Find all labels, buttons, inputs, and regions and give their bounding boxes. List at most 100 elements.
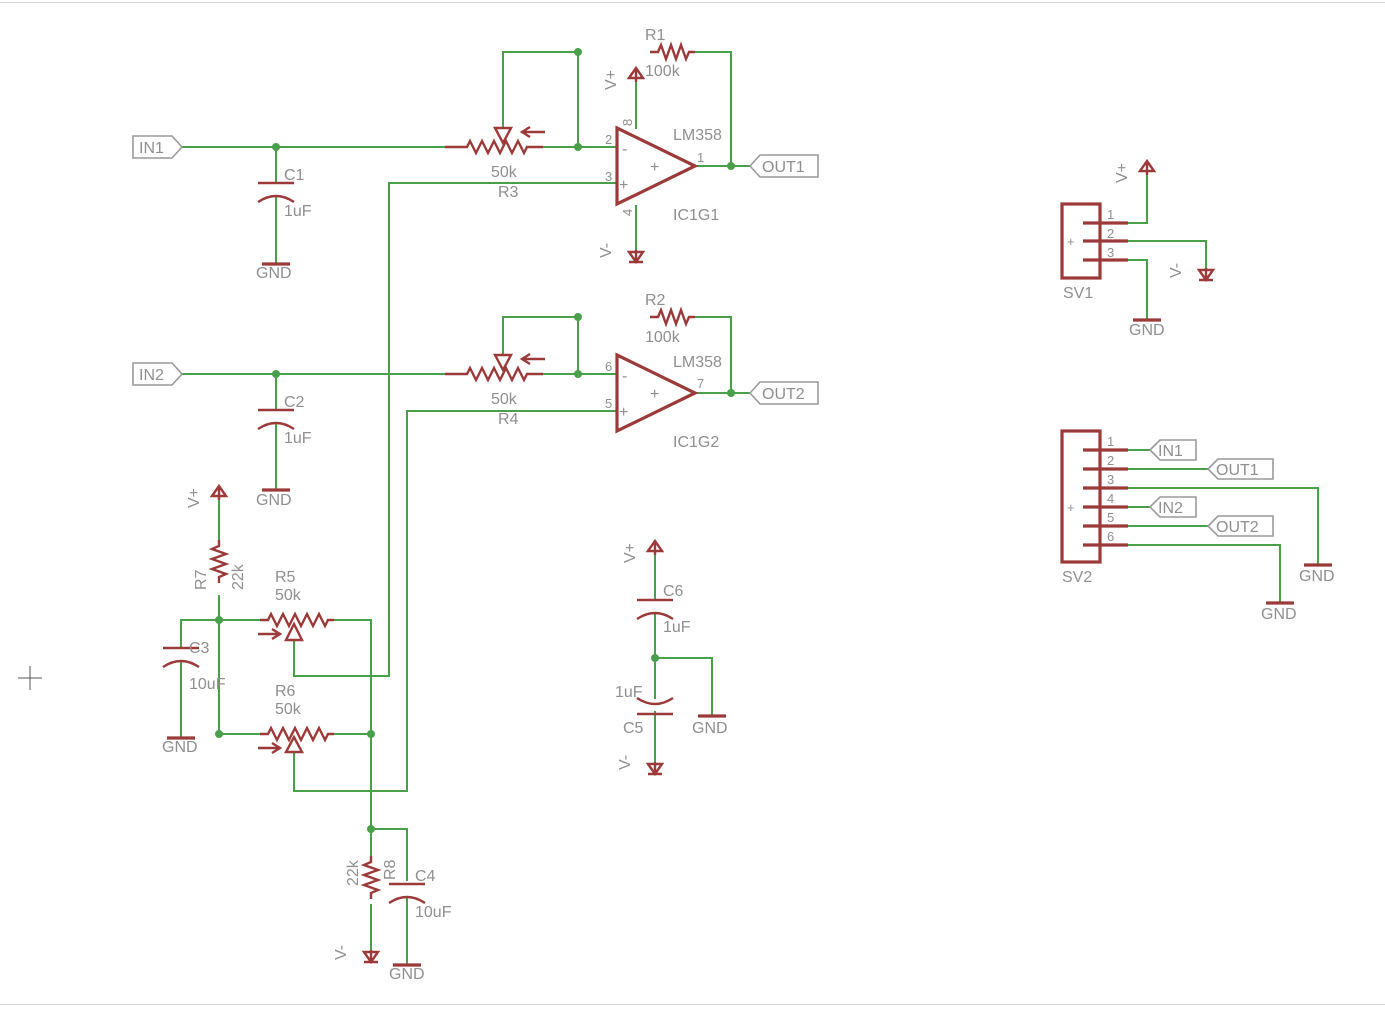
svg-text:3: 3 — [1107, 472, 1114, 487]
svg-text:GND: GND — [1129, 322, 1165, 339]
svg-text:7: 7 — [697, 376, 704, 391]
svg-text:V-: V- — [1168, 263, 1185, 278]
svg-text:V+: V+ — [186, 488, 203, 508]
port-in2[interactable]: IN2 — [132, 362, 184, 386]
svg-text:C5: C5 — [623, 720, 644, 737]
svg-text:GND: GND — [1299, 568, 1335, 585]
potentiometer-r3[interactable]: 50k R3 — [445, 125, 545, 201]
top-frame-line — [0, 2, 1385, 3]
connector-sv1[interactable]: + 1 2 3 SV1 — [1060, 202, 1128, 302]
gnd-symbol-c3: GND — [162, 736, 198, 756]
capacitor-c2[interactable]: C2 1uF — [257, 394, 312, 447]
svg-text:50k: 50k — [275, 587, 302, 604]
capacitor-c3[interactable]: C3 10uF — [162, 640, 226, 693]
resistor-r1[interactable]: R1 100k — [645, 27, 695, 80]
connector-sv2[interactable]: + 1 2 3 4 5 6 SV2 — [1060, 429, 1128, 586]
svg-text:+: + — [619, 177, 628, 194]
resistor-r2[interactable]: R2 100k — [645, 292, 695, 346]
svg-text:2: 2 — [605, 132, 612, 147]
svg-text:OUT2: OUT2 — [762, 386, 805, 403]
vplus-symbol-c6: V+ — [622, 538, 665, 563]
svg-text:IC1G1: IC1G1 — [673, 207, 719, 224]
svg-text:IN2: IN2 — [139, 367, 164, 384]
vminus-symbol-r8: V- — [333, 945, 381, 965]
svg-text:4: 4 — [620, 209, 635, 216]
opamp-ic1g2[interactable]: - + + 6 5 7 LM358 IC1G2 — [605, 352, 722, 451]
vminus-symbol-c5: V- — [617, 755, 665, 777]
svg-text:10uF: 10uF — [415, 904, 452, 921]
netlabel-sv2-out1[interactable]: OUT1 — [1206, 458, 1274, 480]
netlabel-sv2-in2[interactable]: IN2 — [1148, 496, 1197, 518]
netlabel-sv2-out2[interactable]: OUT2 — [1206, 515, 1274, 537]
capacitor-c5[interactable]: 1uF C5 — [615, 684, 674, 737]
svg-text:V-: V- — [598, 243, 615, 258]
potentiometer-r5[interactable]: R5 50k — [258, 569, 334, 642]
svg-text:50k: 50k — [491, 391, 518, 408]
svg-text:R7: R7 — [193, 569, 210, 590]
svg-text:22k: 22k — [230, 563, 247, 590]
svg-text:R8: R8 — [382, 859, 399, 880]
svg-text:1uF: 1uF — [284, 203, 312, 220]
potentiometer-r4[interactable]: 50k R4 — [445, 352, 545, 428]
svg-text:4: 4 — [1107, 491, 1114, 506]
svg-text:50k: 50k — [275, 701, 302, 718]
svg-text:R2: R2 — [645, 292, 666, 309]
svg-text:100k: 100k — [645, 329, 681, 346]
gnd-symbol-sv1: GND — [1129, 318, 1165, 339]
svg-text:IN2: IN2 — [1158, 500, 1183, 517]
resistor-r7[interactable]: R7 22k — [193, 540, 247, 590]
svg-text:R6: R6 — [275, 683, 296, 700]
svg-text:OUT2: OUT2 — [1216, 519, 1259, 536]
svg-text:GND: GND — [256, 492, 292, 509]
svg-text:1uF: 1uF — [284, 430, 312, 447]
gnd-symbol-sv2-3: GND — [1299, 563, 1335, 585]
svg-text:LM358: LM358 — [673, 354, 722, 371]
svg-text:IN1: IN1 — [1158, 443, 1183, 460]
svg-text:-: - — [622, 141, 627, 158]
svg-text:+: + — [1067, 500, 1075, 515]
svg-text:3: 3 — [1107, 245, 1114, 260]
svg-text:50k: 50k — [491, 164, 518, 181]
svg-text:V-: V- — [333, 945, 350, 960]
vminus-symbol-ic1: V- — [598, 243, 646, 265]
svg-text:5: 5 — [605, 396, 612, 411]
svg-text:R5: R5 — [275, 569, 296, 586]
capacitor-c4[interactable]: C4 10uF — [388, 868, 452, 921]
netlabel-sv2-in1[interactable]: IN1 — [1148, 439, 1197, 461]
svg-text:V-: V- — [617, 755, 634, 770]
opamp-ic1g1[interactable]: - + + 2 3 1 8 4 LM358 IC1G1 — [605, 119, 722, 224]
vminus-symbol-sv1: V- — [1168, 263, 1216, 283]
bottom-frame-line — [0, 1004, 1385, 1005]
svg-text:SV1: SV1 — [1063, 285, 1093, 302]
svg-text:SV2: SV2 — [1062, 569, 1092, 586]
svg-text:LM358: LM358 — [673, 127, 722, 144]
svg-text:GND: GND — [1261, 606, 1297, 623]
capacitor-c6[interactable]: C6 1uF — [636, 583, 691, 636]
svg-text:-: - — [622, 368, 627, 385]
svg-text:22k: 22k — [345, 859, 362, 886]
svg-text:+: + — [1067, 234, 1075, 249]
svg-text:1: 1 — [1107, 434, 1114, 449]
svg-text:3: 3 — [605, 169, 612, 184]
capacitor-c1[interactable]: C1 1uF — [257, 167, 312, 220]
port-in1[interactable]: IN1 — [132, 135, 184, 159]
svg-text:2: 2 — [1107, 226, 1114, 241]
gnd-symbol-c1: GND — [256, 262, 292, 282]
svg-text:C1: C1 — [284, 167, 305, 184]
port-out1[interactable]: OUT1 — [748, 154, 819, 178]
resistor-r8[interactable]: 22k R8 — [345, 856, 399, 899]
svg-text:GND: GND — [389, 966, 425, 983]
vplus-symbol-ic1: V+ — [603, 65, 646, 90]
svg-text:OUT1: OUT1 — [762, 159, 805, 176]
svg-text:GND: GND — [256, 265, 292, 282]
svg-text:V+: V+ — [622, 543, 639, 563]
potentiometer-r6[interactable]: R6 50k — [258, 683, 334, 755]
port-out2[interactable]: OUT2 — [748, 381, 819, 405]
vplus-symbol-r7: V+ — [186, 483, 229, 508]
svg-text:C3: C3 — [189, 640, 210, 657]
gnd-symbol-sv2-6: GND — [1261, 601, 1297, 623]
svg-text:1: 1 — [1107, 207, 1114, 222]
gnd-symbol-c4: GND — [389, 963, 425, 983]
svg-text:IC1G2: IC1G2 — [673, 434, 719, 451]
